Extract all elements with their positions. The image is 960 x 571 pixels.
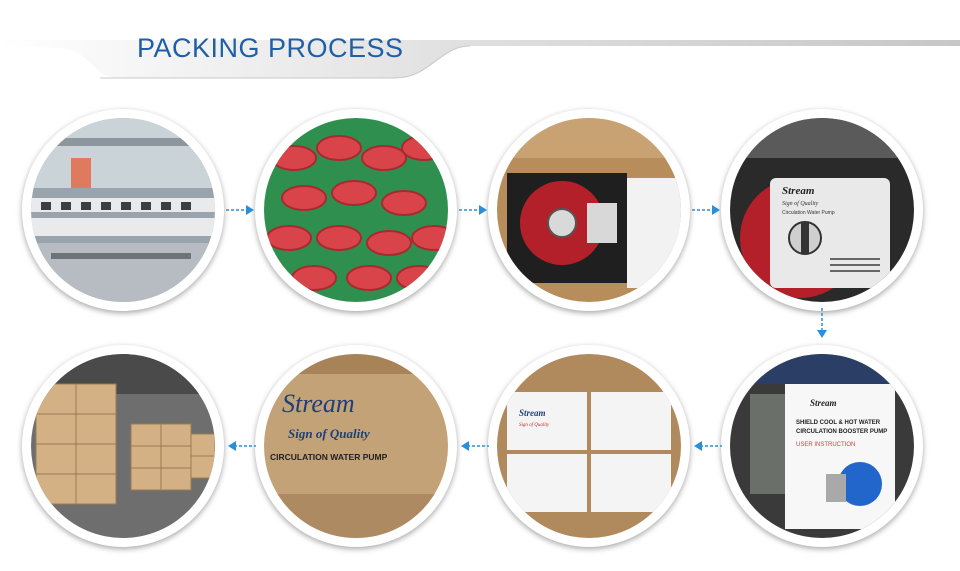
step-4-pump-label-photo: Stream Sign of Quality Circulation Water… bbox=[721, 109, 923, 311]
step-7-product: CIRCULATION WATER PUMP bbox=[270, 452, 388, 462]
arrow-right-3-icon bbox=[692, 203, 722, 217]
step-1-assembly-line-photo bbox=[22, 109, 224, 311]
step-6-tagline: Sign of Quality bbox=[519, 423, 550, 428]
step-6-white-boxes-photo: Stream Sign of Quality bbox=[488, 345, 690, 547]
step-5-user-instruction-photo: Stream SHIELD COOL & HOT WATER CIRCULATI… bbox=[721, 345, 923, 547]
step-5-line2: CIRCULATION BOOSTER PUMP bbox=[796, 429, 887, 435]
arrow-down-icon bbox=[815, 308, 829, 340]
step-7-tagline: Sign of Quality bbox=[288, 426, 370, 441]
arrow-left-2-icon bbox=[459, 439, 489, 453]
step-7-carton-photo: Stream Sign of Quality CIRCULATION WATER… bbox=[255, 345, 457, 547]
step-3-pump-in-carton-photo bbox=[488, 109, 690, 311]
step-4-brand: Stream bbox=[782, 185, 815, 197]
step-8-warehouse-photo bbox=[22, 345, 224, 547]
arrow-left-1-icon bbox=[692, 439, 722, 453]
step-5-line1: SHIELD COOL & HOT WATER bbox=[796, 420, 881, 426]
arrow-right-1-icon bbox=[226, 203, 256, 217]
step-5-brand: Stream bbox=[810, 398, 837, 408]
step-5-line3: USER INSTRUCTION bbox=[796, 442, 855, 448]
arrow-left-3-icon bbox=[226, 439, 256, 453]
header-swoosh bbox=[0, 40, 960, 79]
arrow-right-2-icon bbox=[459, 203, 489, 217]
page-title: PACKING PROCESS bbox=[137, 33, 404, 63]
step-2-pump-housings-photo bbox=[255, 109, 457, 311]
step-7-brand: Stream bbox=[282, 389, 355, 418]
step-4-tagline: Sign of Quality bbox=[782, 200, 819, 207]
step-4-subtitle: Circulation Water Pump bbox=[782, 210, 835, 216]
step-6-brand: Stream bbox=[519, 408, 546, 418]
